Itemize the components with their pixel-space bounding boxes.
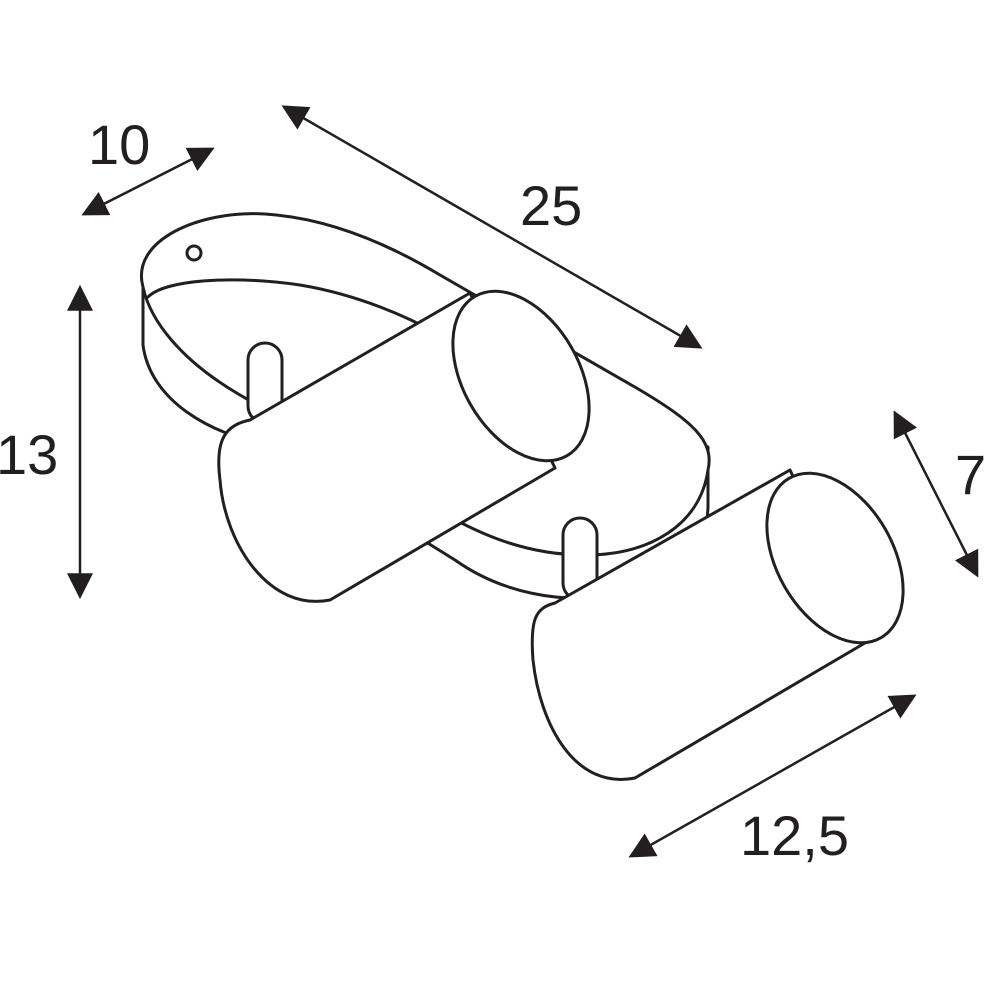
head-length-label: 12,5 [740,804,849,867]
base-depth-arrow [81,147,215,216]
front-spot [530,468,905,781]
head-diameter-label: 7 [955,443,987,506]
total-length-label: 25 [520,174,583,237]
screw-hole [185,244,203,262]
front-spot-lens [765,471,905,645]
total-height-label: 13 [0,423,59,486]
base-depth-label: 10 [88,113,151,176]
total-length-arrow [281,105,703,349]
head-length-arrow [628,694,917,858]
head-diameter-arrow [893,410,979,578]
